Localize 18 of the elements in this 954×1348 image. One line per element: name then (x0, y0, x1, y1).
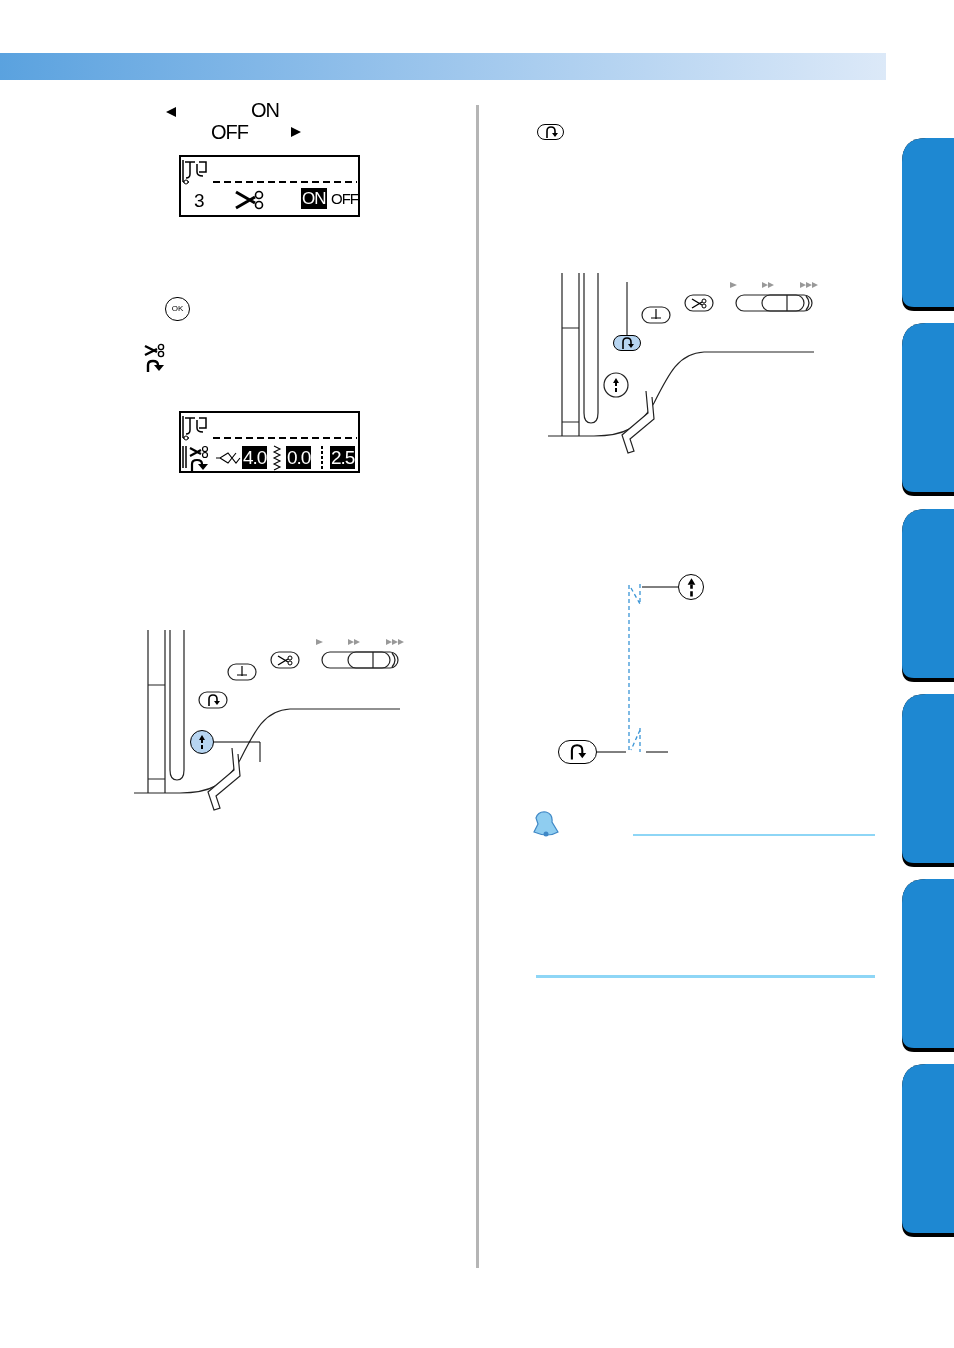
lcd-value: 0.0 (286, 446, 312, 469)
reverse-stitch-button (613, 335, 641, 351)
leader-line (626, 281, 628, 336)
lcd-text: ON (250, 98, 280, 122)
ok-button: OK (165, 297, 190, 321)
reverse-stitch-button (558, 740, 597, 764)
lcd-value: 2.5 (330, 446, 356, 469)
lcd-text: OFF (210, 120, 249, 144)
leader-line (641, 586, 679, 588)
lcd-text: 3 (193, 189, 205, 212)
leader-line (645, 751, 669, 753)
lcd-text: OFF (330, 189, 359, 208)
lcd-value: ON (301, 188, 327, 209)
lcd-value: 4.0 (242, 446, 268, 469)
leader-line (213, 741, 261, 763)
leader-line (596, 751, 627, 753)
reinforcement-stitch-button (190, 730, 214, 754)
reinforcement-stitch-button (678, 574, 704, 600)
